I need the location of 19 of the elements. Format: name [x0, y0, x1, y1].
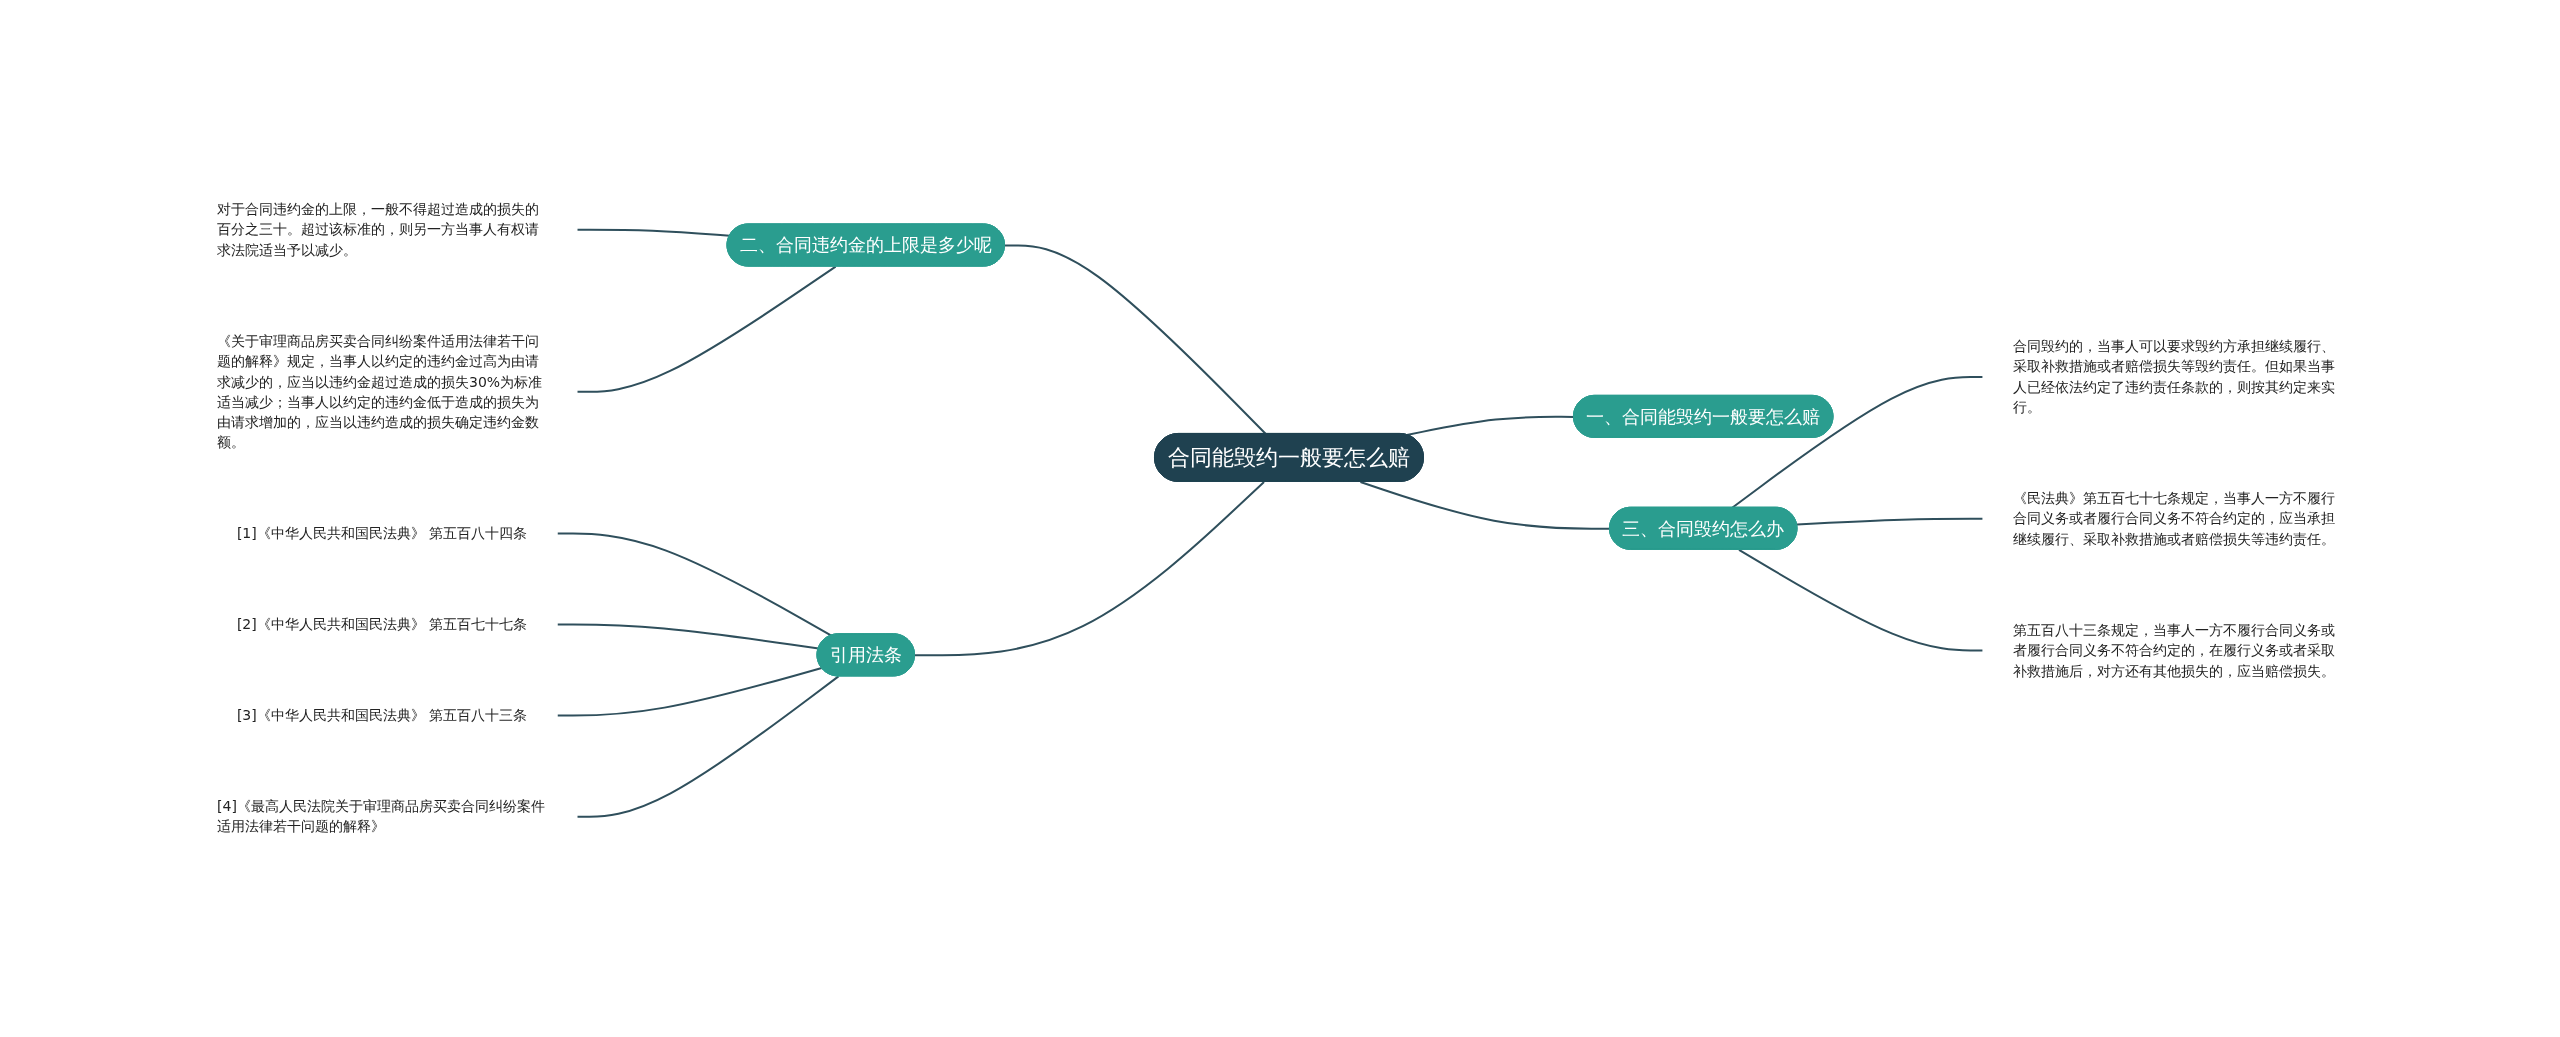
connector: [914, 481, 1266, 657]
connector: [556, 532, 833, 637]
node-text: [4]《最高人民法院关于审理商品房买卖合同纠纷案件适用法律若干问题的解释》: [217, 798, 545, 835]
node-text: [2]《中华人民共和国民法典》 第五百七十七条: [236, 616, 528, 633]
connector: [1405, 416, 1575, 437]
node-text: 《民法典》第五百七十七条规定，当事人一方不履行合同义务或者履行合同义务不符合约定的，应当承担继续履行、采取补救措施或者赔偿损失等违约责任。: [2012, 490, 2335, 547]
connector: [576, 675, 840, 818]
node-text: 《关于审理商品房买卖合同纠纷案件适用法律若干问题的解释》规定，当事人以约定的违约金过高为由请求减少的，应当以违约金超过造成的损失30%为标准适当减少；当事人以约定的违约金低于造成的损失为由请求增加的，应当以违约造成的损失确定违约金数额。: [217, 332, 543, 451]
node-text: 第五百八十三条规定，当事人一方不履行合同义务或者履行合同义务不符合约定的，在履行义务或者采取补救措施后，对方还有其他损失的，应当赔偿损失。: [2012, 621, 2335, 679]
node-text: 合同毁约的，当事人可以要求毁约方承担继续履行、采取补救措施或者赔偿损失等毁约责任。但如果当事人已经依法约定了违约责任条款的，则按其约定来实行。: [2012, 338, 2335, 416]
connector: [1738, 549, 1984, 652]
node-text: [3]《中华人民共和国民法典》 第五百八十三条: [236, 707, 528, 724]
connector: [1796, 518, 1984, 526]
connector: [576, 229, 731, 238]
node-text: 对于合同违约金的上限，一般不得超过造成的损失的百分之三十。超过该标准的，则另一方当事人有权请求法院适当予以减少。: [217, 201, 540, 258]
connector: [1359, 481, 1611, 531]
connector: [556, 667, 823, 717]
connector: [576, 265, 837, 394]
node-text: [1]《中华人民共和国民法典》 第五百八十四条: [236, 525, 528, 542]
